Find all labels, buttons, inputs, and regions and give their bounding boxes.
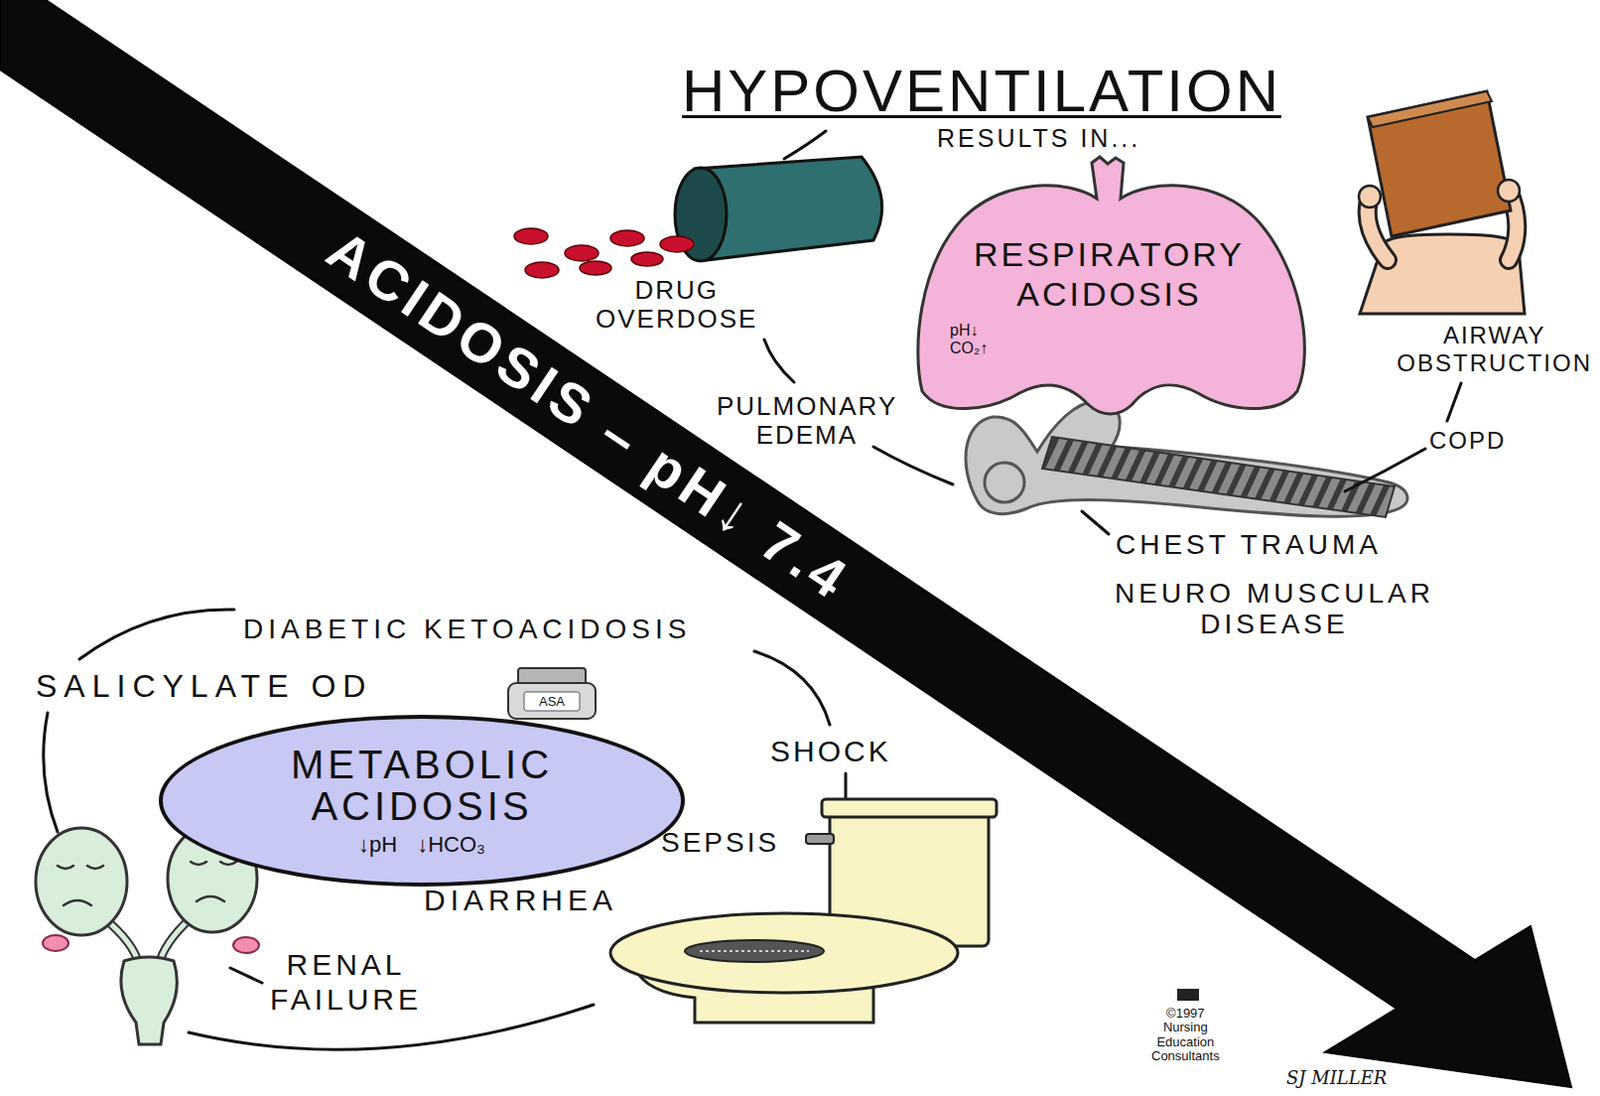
pills <box>514 228 694 278</box>
toilet-drain <box>684 939 824 962</box>
node-subtext: ↓pH ↓HCO₃ <box>358 832 486 857</box>
hand <box>1497 179 1520 202</box>
cause-label: SHOCK <box>770 734 892 768</box>
cause-label: RESULTS IN... <box>936 126 1141 151</box>
cause-label: HYPOVENTILATION <box>681 59 1282 123</box>
box <box>1367 91 1511 237</box>
cause-label: ©1997 Nursing Education Consultants <box>1151 1006 1220 1064</box>
cause-label: PULMONARY EDEMA <box>716 392 898 449</box>
tongue <box>233 936 260 953</box>
toilet-seat <box>610 913 958 993</box>
cause-label: SEPSIS <box>661 826 780 859</box>
cause-label: COPD <box>1429 426 1506 455</box>
cause-label: DIABETIC KETOACIDOSIS <box>243 613 691 646</box>
bladder <box>121 956 177 1045</box>
node-heading: RESPIRATORY ACIDOSIS <box>950 234 1269 314</box>
cause-label: NEURO MUSCULAR DISEASE <box>1066 578 1483 641</box>
cause-label: AIRWAY OBSTRUCTION <box>1396 321 1593 377</box>
tire-track <box>1042 436 1395 518</box>
aspirin-bottle <box>508 682 596 719</box>
publisher-logo <box>1177 988 1200 1001</box>
cause-label: CHEST TRAUMA <box>1115 529 1382 561</box>
drain-grate <box>699 949 809 952</box>
sad-faces <box>57 861 237 906</box>
metabolic-ellipse: METABOLIC ACIDOSIS ↓pH ↓HCO₃ <box>158 714 685 887</box>
leader-lines <box>764 131 1462 534</box>
cause-label: SALICYLATE OD <box>35 667 373 705</box>
cause-label: DIARRHEA <box>423 883 618 919</box>
box-top <box>1367 91 1492 128</box>
toilet-handle <box>805 833 834 844</box>
kidney <box>35 827 128 935</box>
tongue <box>42 934 69 951</box>
lying-figure <box>965 400 1408 517</box>
node-subtext: pH↓ CO₂↑ <box>949 321 1002 359</box>
cause-label: RENAL FAILURE <box>269 947 422 1017</box>
figure-head <box>984 462 1025 503</box>
cause-label: SJ MILLER <box>1286 1067 1387 1088</box>
node-heading: METABOLIC ACIDOSIS <box>263 743 581 827</box>
toilet-lid <box>821 799 997 817</box>
lung-shape: RESPIRATORY ACIDOSIS pH↓ CO₂↑ <box>908 156 1311 415</box>
cause-label: ASA <box>524 694 580 708</box>
bottle-label <box>524 691 580 711</box>
cause-label: DRUG OVERDOSE <box>595 275 758 333</box>
hand <box>1358 185 1381 208</box>
lung-shape <box>918 156 1306 414</box>
